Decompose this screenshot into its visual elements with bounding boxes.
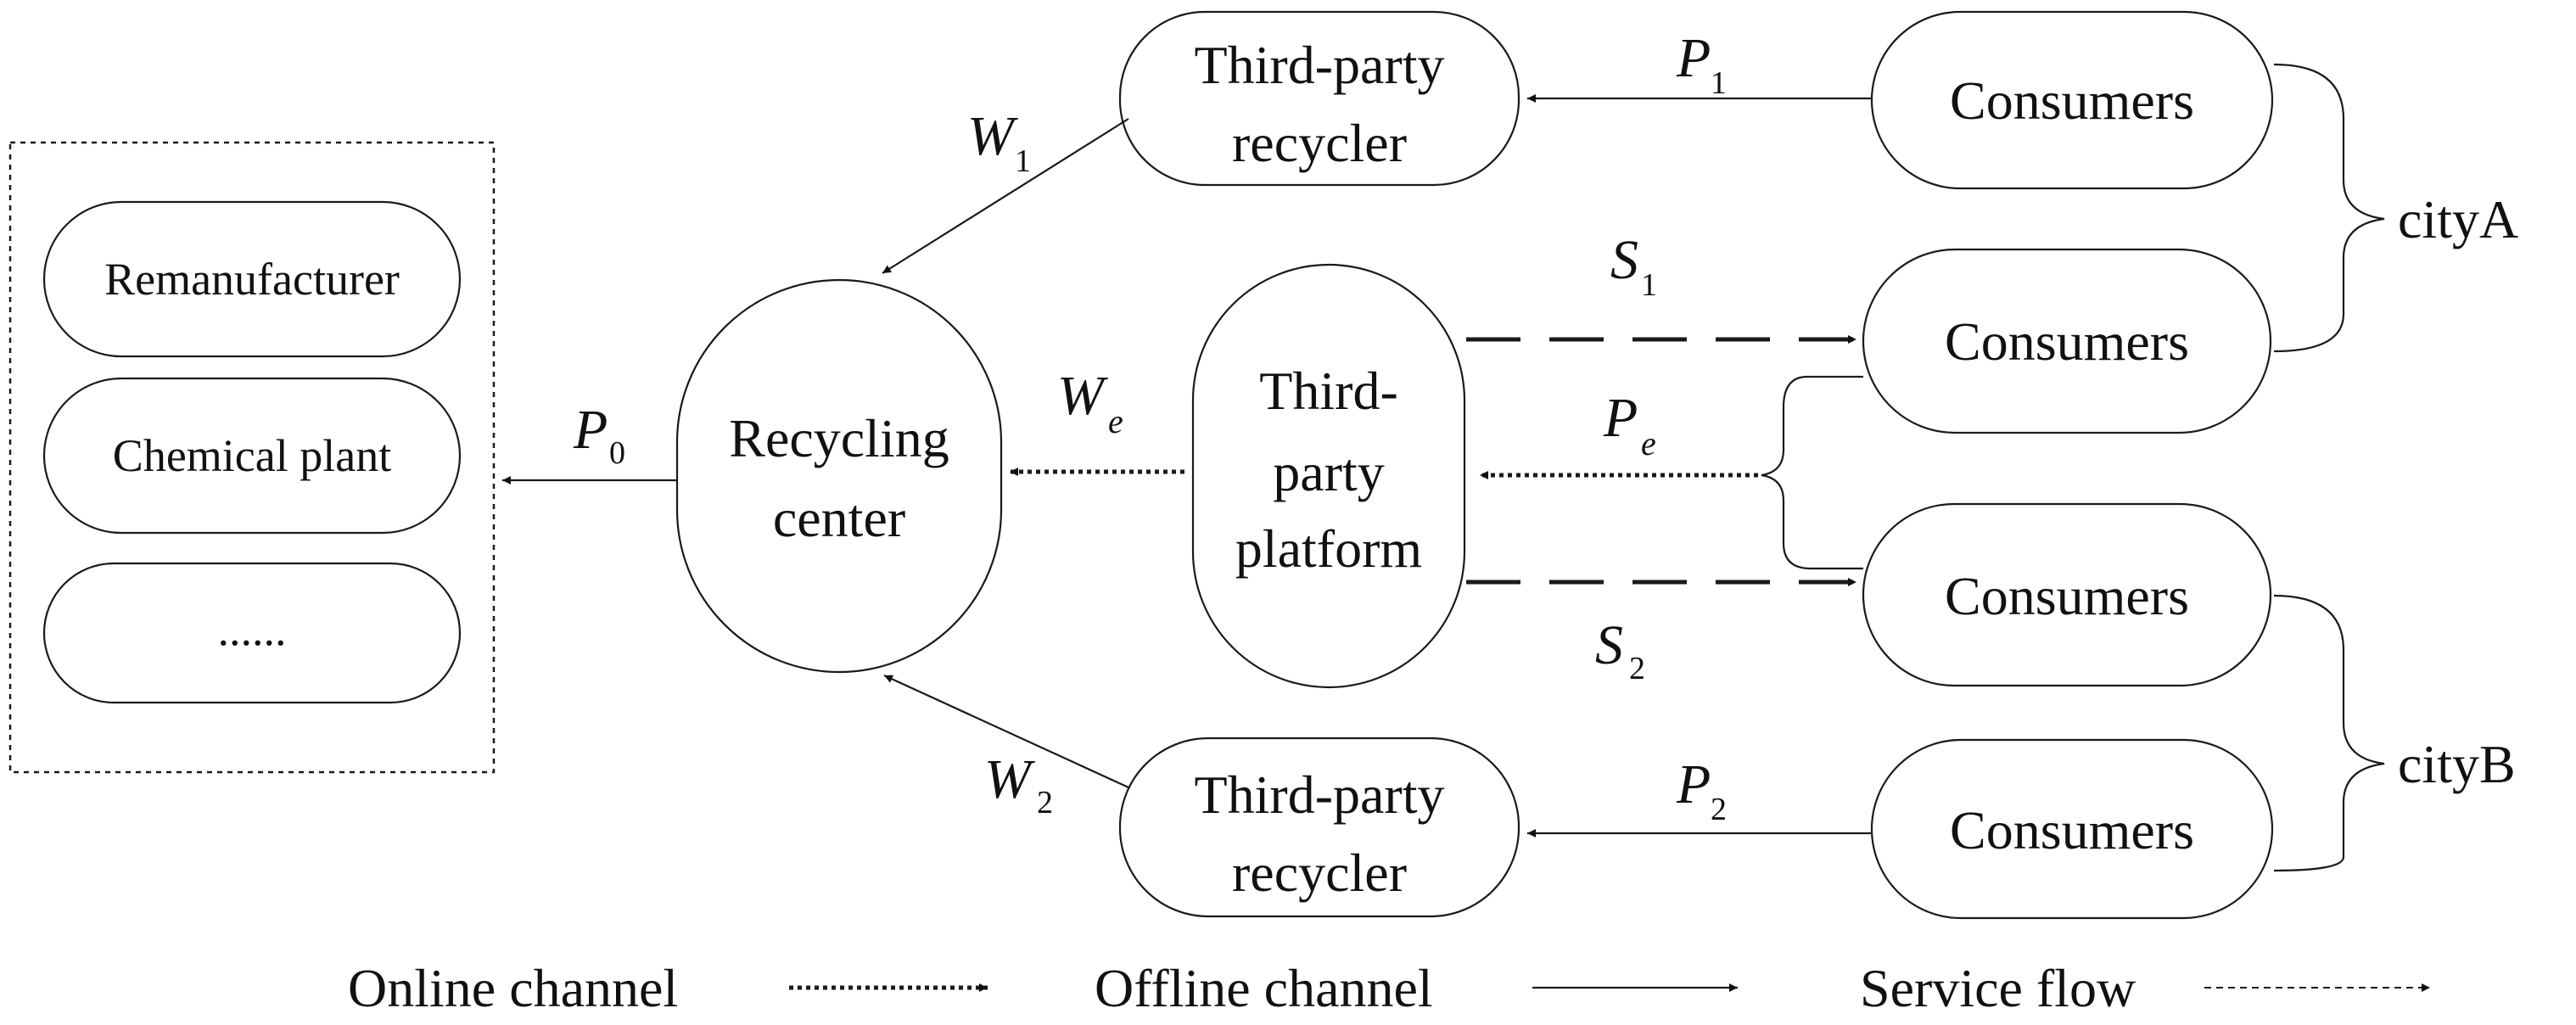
city-b-bracket [2273, 594, 2385, 872]
flow-s2-label: S 2 [1595, 614, 1645, 686]
consumers-label-4: Consumers [1950, 800, 2194, 860]
recycling-center-label-line2: center [773, 488, 905, 548]
svg-text:W: W [984, 748, 1035, 810]
platform-consumers-bracket [1761, 375, 1863, 570]
recycler-top-label-line2: recycler [1232, 113, 1407, 173]
svg-text:1: 1 [1015, 143, 1031, 179]
legend-offline-label: Offline channel [1095, 958, 1433, 1018]
recycler-top-node: Third-party recycler [1118, 10, 1520, 187]
consumers-label-1: Consumers [1950, 70, 2194, 131]
svg-text:S: S [1595, 614, 1623, 676]
svg-text:e: e [1108, 402, 1123, 440]
flow-p0-label: P 0 [573, 399, 625, 471]
svg-text:1: 1 [1711, 65, 1727, 101]
flow-we-label: W e [1057, 365, 1123, 440]
receivers-group-box [8, 141, 496, 774]
flow-pe-label: P e [1603, 387, 1656, 462]
svg-text:W: W [967, 105, 1018, 167]
recycler-bottom-label-line1: Third-party [1195, 765, 1445, 825]
svg-text:e: e [1641, 424, 1656, 462]
flow-w1-label: W 1 [967, 105, 1031, 179]
consumers-label-3: Consumers [1945, 566, 2189, 626]
flow-s1-label: S 1 [1610, 229, 1657, 303]
svg-text:P: P [1676, 753, 1711, 815]
consumers-node-3: Consumers [1862, 502, 2272, 687]
other-receivers-node: ...... [42, 562, 462, 704]
consumers-label-2: Consumers [1945, 311, 2189, 372]
svg-text:P: P [573, 399, 608, 461]
city-b-label: cityB [2398, 734, 2516, 794]
other-receivers-label: ...... [218, 604, 287, 655]
platform-node: Third- party platform [1191, 263, 1466, 689]
svg-text:0: 0 [609, 435, 625, 471]
recycling-center-label-line1: Recycling [729, 408, 949, 468]
flow-w2-arrow [883, 675, 1129, 788]
flow-w1-arrow [882, 118, 1129, 274]
recycling-center-node: Recycling center [675, 278, 1003, 674]
legend-online-label: Online channel [348, 958, 678, 1018]
legend-service-label: Service flow [1860, 958, 2136, 1018]
platform-label-line1: Third- [1259, 361, 1398, 421]
remanufacturer-node: Remanufacturer [42, 200, 462, 358]
recycler-bottom-node: Third-party recycler [1118, 737, 1520, 918]
svg-text:P: P [1603, 387, 1638, 449]
svg-text:S: S [1610, 229, 1638, 291]
remanufacturer-label: Remanufacturer [104, 254, 400, 305]
consumers-node-4: Consumers [1870, 738, 2274, 920]
flow-p2-label: P 2 [1676, 753, 1727, 827]
recycler-top-label-line1: Third-party [1195, 35, 1445, 95]
svg-text:W: W [1057, 365, 1108, 427]
chemical-plant-label: Chemical plant [113, 430, 391, 481]
svg-text:2: 2 [1711, 792, 1727, 827]
svg-text:2: 2 [1629, 651, 1645, 686]
chemical-plant-node: Chemical plant [42, 377, 462, 535]
platform-label-line3: platform [1235, 518, 1422, 579]
svg-text:1: 1 [1641, 267, 1657, 303]
svg-text:P: P [1676, 27, 1711, 89]
legend: Online channel Offline channel Service f… [348, 958, 2430, 1018]
flow-w2-label: W 2 [984, 748, 1053, 821]
platform-label-line2: party [1273, 442, 1385, 502]
recycler-bottom-label-line2: recycler [1232, 843, 1407, 903]
consumers-node-1: Consumers [1870, 10, 2274, 190]
svg-text:2: 2 [1037, 785, 1053, 821]
consumers-node-2: Consumers [1862, 248, 2272, 434]
city-a-label: cityA [2398, 189, 2518, 249]
city-a-bracket [2273, 63, 2385, 353]
flow-p1-label: P 1 [1676, 27, 1727, 101]
